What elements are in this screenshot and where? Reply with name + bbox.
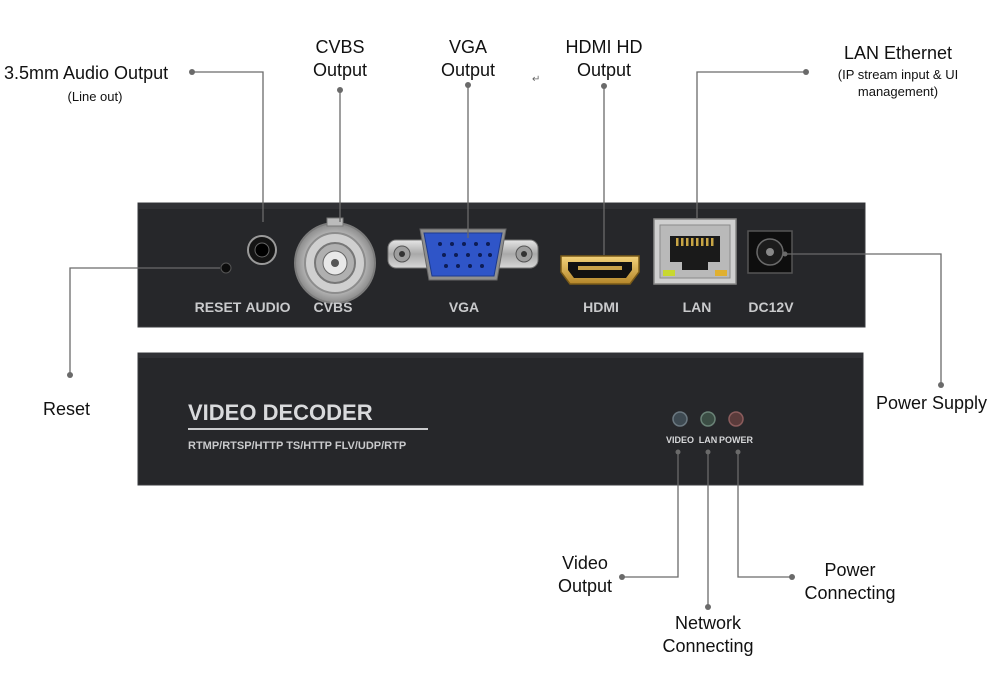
rear-label-lan: LAN <box>683 299 712 315</box>
callout-vga-line1: VGA <box>448 37 487 57</box>
callout-line-power-connecting <box>737 452 792 578</box>
led-label-video: VIDEO <box>666 435 694 445</box>
callout-power-connecting-line1: Power <box>824 560 876 580</box>
callout-dots <box>67 69 944 610</box>
front-title: VIDEO DECODER <box>188 400 373 425</box>
callout-network-line2: Connecting <box>662 636 754 656</box>
callout-video-output: Video Output <box>545 552 625 598</box>
hdmi-connector <box>560 255 640 285</box>
callout-line-video-output <box>622 452 679 578</box>
callout-audio: 3.5mm Audio Output <box>4 62 184 85</box>
callout-lan: LAN Ethernet <box>813 42 983 65</box>
callout-audio-subtitle: (Line out) <box>67 89 123 104</box>
rear-label-vga: VGA <box>449 299 479 315</box>
callout-audio-sub: (Line out) <box>40 88 150 105</box>
callout-lines <box>69 71 942 607</box>
callout-video-output-line1: Video <box>562 553 608 573</box>
callout-cvbs: CVBS Output <box>285 36 395 82</box>
callout-hdmi-line1: HDMI HD <box>565 37 643 57</box>
return-mark: ↵ <box>532 74 541 85</box>
video-led <box>672 411 688 427</box>
callout-hdmi: HDMI HD Output <box>544 36 664 82</box>
callout-vga: VGA Output <box>413 36 523 82</box>
callout-power-connecting: Power Connecting <box>790 559 910 605</box>
callout-lan-line1: LAN Ethernet <box>843 43 953 63</box>
callout-network-line1: Network <box>674 613 741 633</box>
callout-lan-line2: (IP stream input & UI <box>837 67 959 82</box>
callout-power-supply-line1: Power Supply <box>876 393 988 413</box>
callout-power-connecting-line2: Connecting <box>804 583 896 603</box>
cvbs-bnc-connector <box>294 217 376 304</box>
callout-network: Network Connecting <box>648 612 768 658</box>
callout-reset: Reset <box>43 398 123 421</box>
front-panel: VIDEO DECODER RTMP/RTSP/HTTP TS/HTTP FLV… <box>137 352 864 486</box>
callout-cvbs-line1: CVBS <box>315 37 365 57</box>
rear-label-audio: AUDIO <box>245 299 290 315</box>
callout-line-power-supply <box>785 253 942 385</box>
rear-label-reset: RESET <box>195 299 242 315</box>
callout-hdmi-line2: Output <box>576 60 632 80</box>
callout-audio-title: 3.5mm Audio Output <box>4 63 169 83</box>
rear-label-hdmi: HDMI <box>583 299 619 315</box>
led-label-lan: LAN <box>699 435 718 445</box>
lan-led <box>700 411 716 427</box>
callout-reset-line1: Reset <box>43 399 91 419</box>
callout-line-reset <box>69 267 220 375</box>
callout-line-lan <box>696 71 806 218</box>
power-led <box>728 411 744 427</box>
rear-panel: RESET AUDIO CVBS VGA HDMI LAN DC12V <box>137 202 866 328</box>
callout-lan-line3: management) <box>857 84 939 99</box>
callout-vga-line2: Output <box>440 60 496 80</box>
front-title-underline <box>188 428 428 430</box>
callout-video-output-line2: Output <box>557 576 613 596</box>
rear-label-dc: DC12V <box>748 299 794 315</box>
vga-connector <box>387 228 539 281</box>
audio-jack <box>247 235 277 265</box>
callout-power-supply: Power Supply <box>876 392 1000 415</box>
callout-lan-sub: (IP stream input & UI management) <box>813 66 983 100</box>
front-protocols: RTMP/RTSP/HTTP TS/HTTP FLV/UDP/RTP <box>188 440 406 452</box>
lan-rj45-port <box>653 218 737 285</box>
rear-label-cvbs: CVBS <box>314 299 353 315</box>
led-label-power: POWER <box>719 435 754 445</box>
callout-line-audio <box>192 71 264 222</box>
callout-cvbs-line2: Output <box>312 60 368 80</box>
reset-hole <box>220 262 232 274</box>
